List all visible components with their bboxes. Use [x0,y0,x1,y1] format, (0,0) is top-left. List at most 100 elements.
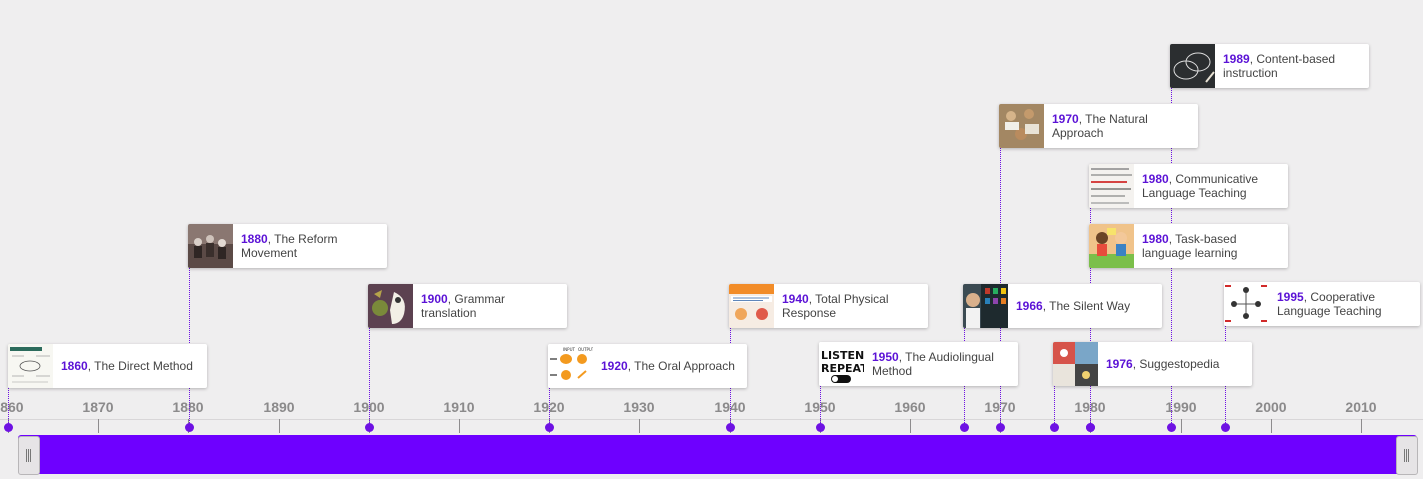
event-card-text: 1900, Grammar translation [421,292,561,320]
event-year: 1860 [61,359,88,373]
event-year: 1970 [1052,112,1079,126]
event-card-text: 1980, Task-based language learning [1142,232,1282,260]
event-year: 1920 [601,359,628,373]
event-card[interactable]: 1860, The Direct Method [8,344,207,388]
event-connector-line [8,388,9,427]
event-marker-dot[interactable] [816,423,825,432]
event-card-text: 1940, Total Physical Response [782,292,922,320]
event-title: , Cooperative Language Teaching [1277,290,1382,318]
grip-line [26,449,27,462]
axis-tick-label: 1930 [623,399,655,415]
event-marker-dot[interactable] [365,423,374,432]
event-card[interactable]: 1980, Task-based language learning [1089,224,1288,268]
event-card-text: 1920, The Oral Approach [601,359,741,373]
axis-tick-label: 1990 [1165,399,1197,415]
timeline-axis [0,419,1423,420]
event-connector-line [820,386,821,427]
event-year: 1880 [241,232,268,246]
event-card[interactable]: 1970, The Natural Approach [999,104,1198,148]
axis-tick [910,419,911,433]
grip-line [30,449,31,462]
cooperative-people-diagram-thumbnail [1224,282,1269,326]
axis-tick-label: 1890 [263,399,295,415]
event-title: , The Audiolingual Method [872,350,994,378]
event-card[interactable]: 1880, The Reform Movement [188,224,387,268]
event-title: , Content-based instruction [1223,52,1336,80]
natural-approach-photo-thumbnail [999,104,1044,148]
axis-tick [1181,419,1182,433]
event-year: 1980 [1142,172,1169,186]
axis-tick-label: 1960 [894,399,926,415]
event-marker-dot[interactable] [1050,423,1059,432]
axis-tick-label: 1880 [172,399,204,415]
axis-tick [98,419,99,433]
listen-repeat-sign-thumbnail: LISTEN&REPEAT [819,342,864,386]
svg-text:OUTPUT: OUTPUT [578,347,593,352]
timeline-navigator-range[interactable] [18,435,1417,474]
range-start-handle[interactable] [18,436,40,475]
event-title: , The Silent Way [1042,299,1131,313]
event-card-text: 1980, Communicative Language Teaching [1142,172,1282,200]
event-year: 1980 [1142,232,1169,246]
event-card[interactable]: 1900, Grammar translation [368,284,567,328]
tpr-infographic-thumbnail [729,284,774,328]
event-marker-dot[interactable] [545,423,554,432]
grammar-translation-illustration-thumbnail [368,284,413,328]
axis-tick [639,419,640,433]
event-card-text: 1970, The Natural Approach [1052,112,1192,140]
svg-text:LISTEN&: LISTEN& [821,349,864,362]
axis-tick-label: 1910 [443,399,475,415]
event-connector-line [549,388,550,427]
event-card[interactable]: 1940, Total Physical Response [729,284,928,328]
axis-tick-label: 1860 [0,399,24,415]
event-card[interactable]: 1976, Suggestopedia [1053,342,1252,386]
event-connector-line [1054,386,1055,427]
event-year: 1950 [872,350,899,364]
content-chalkboard-thumbnail [1170,44,1215,88]
event-title: , Total Physical Response [782,292,889,320]
event-marker-dot[interactable] [1221,423,1230,432]
event-marker-dot[interactable] [1167,423,1176,432]
event-card[interactable]: LISTEN&REPEAT 1950, The Audiolingual Meth… [819,342,1018,386]
event-title: , Task-based language learning [1142,232,1238,260]
grip-line [1408,449,1409,462]
axis-tick [1271,419,1272,433]
event-card-text: 1860, The Direct Method [61,359,201,373]
svg-text:INPUT: INPUT [563,347,576,352]
event-year: 1966 [1016,299,1043,313]
axis-tick [459,419,460,433]
range-end-handle[interactable] [1396,436,1418,475]
reform-movement-photo-thumbnail [188,224,233,268]
axis-tick [279,419,280,433]
event-year: 1995 [1277,290,1304,304]
event-marker-dot[interactable] [1086,423,1095,432]
event-year: 1940 [782,292,809,306]
event-marker-dot[interactable] [726,423,735,432]
event-year: 1976 [1106,357,1133,371]
event-marker-dot[interactable] [960,423,969,432]
event-marker-dot[interactable] [4,423,13,432]
event-card[interactable]: 1995, Cooperative Language Teaching [1224,282,1420,326]
event-marker-dot[interactable] [996,423,1005,432]
axis-tick-label: 2000 [1255,399,1287,415]
event-card-text: 1995, Cooperative Language Teaching [1277,290,1414,318]
silent-way-photo-thumbnail [963,284,1008,328]
event-card[interactable]: 1966, The Silent Way [963,284,1162,328]
event-connector-line [369,328,370,427]
event-title: , The Natural Approach [1052,112,1148,140]
event-card-text: 1950, The Audiolingual Method [872,350,1012,378]
svg-text:REPEAT: REPEAT [821,362,864,375]
event-title: , The Oral Approach [627,359,735,373]
event-card[interactable]: 1980, Communicative Language Teaching [1089,164,1288,208]
event-title: , The Reform Movement [241,232,338,260]
event-card[interactable]: 1989, Content-based instruction [1170,44,1369,88]
grip-line [1406,449,1407,462]
event-marker-dot[interactable] [185,423,194,432]
event-title: , The Direct Method [87,359,193,373]
event-card-text: 1976, Suggestopedia [1106,357,1246,371]
suggestopedia-collage-thumbnail [1053,342,1098,386]
event-title: , Communicative Language Teaching [1142,172,1259,200]
